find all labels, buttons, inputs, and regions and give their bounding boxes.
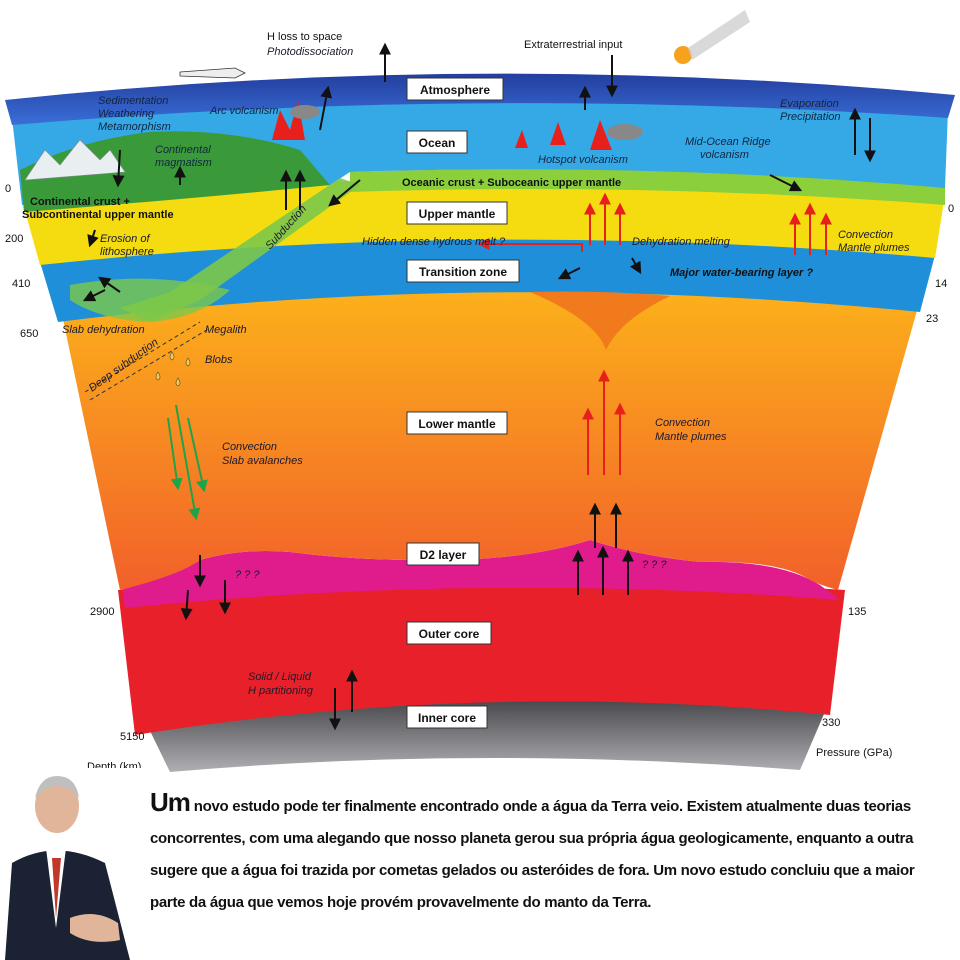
erosion-label-2: lithosphere <box>100 246 154 258</box>
depth-tick-0: 0 <box>5 183 11 195</box>
depth-tick-5150: 5150 <box>120 731 144 743</box>
evaporation-label: Evaporation <box>780 98 839 110</box>
pressure-tick-23: 23 <box>926 313 938 325</box>
d2-layer-band <box>120 540 840 608</box>
convection-top-label-2: Mantle plumes <box>838 242 910 254</box>
lower-mantle-box: Lower mantle <box>406 411 508 435</box>
inner-core-box: Inner core <box>406 705 488 729</box>
upper-mantle-box: Upper mantle <box>406 201 508 225</box>
outer-core-box: Outer core <box>406 621 492 645</box>
convection-right-label-1: Convection <box>655 417 710 429</box>
convection-right-label-2: Mantle plumes <box>655 431 727 443</box>
convection-left-label-1: Convection <box>222 441 277 453</box>
slab-dehydration-label: Slab dehydration <box>62 324 145 336</box>
atmosphere-box: Atmosphere <box>406 77 504 101</box>
transition-zone-box: Transition zone <box>406 259 520 283</box>
arc-volcanism-icon <box>272 100 320 140</box>
plume-head <box>530 291 670 350</box>
depth-tick-650: 650 <box>20 328 38 340</box>
lower-mantle-layer <box>60 281 920 590</box>
extraterrestrial-label: Extraterrestrial input <box>524 39 622 51</box>
pressure-tick-135: 135 <box>848 606 866 618</box>
pressure-tick-0: 0 <box>948 203 954 215</box>
water-drops <box>155 351 191 387</box>
svg-text:Outer core: Outer core <box>419 627 480 641</box>
h-partitioning-label-2: H partitioning <box>248 685 314 697</box>
blobs-label: Blobs <box>205 354 233 366</box>
megalith <box>70 278 230 322</box>
d2-layer-box: D2 layer <box>406 542 480 566</box>
oceanic-crust-label: Oceanic crust + Suboceanic upper mantle <box>402 177 621 189</box>
pressure-axis-title: Pressure (GPa) <box>816 747 892 759</box>
continental-magmatism-label-2: magmatism <box>155 157 212 169</box>
continental-crust-label-2: Subcontinental upper mantle <box>22 209 174 221</box>
megalith-label: Megalith <box>205 324 247 336</box>
mor-label-2: volcanism <box>700 149 749 161</box>
caption-body: novo estudo pode ter finalmente encontra… <box>150 798 915 911</box>
hidden-melt-label: Hidden dense hydrous melt ? <box>362 236 506 248</box>
continental-magmatism-label-1: Continental <box>155 144 211 156</box>
ocean-box: Ocean <box>406 130 468 154</box>
svg-text:Ocean: Ocean <box>419 136 456 150</box>
pressure-tick-14: 14 <box>935 278 947 290</box>
dehydration-melting-label: Dehydration melting <box>632 236 731 248</box>
photodissociation-label: Photodissociation <box>267 46 353 58</box>
weathering-label: Weathering <box>98 108 155 120</box>
svg-text:Atmosphere: Atmosphere <box>420 83 490 97</box>
comet-icon <box>674 10 750 64</box>
qmarks-left: ? ? ? <box>235 569 260 581</box>
pressure-tick-330: 330 <box>822 717 840 729</box>
water-layer-label: Major water-bearing layer ? <box>670 267 813 279</box>
outer-core-layer <box>118 577 845 735</box>
qmarks-right: ? ? ? <box>642 559 667 571</box>
depth-tick-200: 200 <box>5 233 23 245</box>
caption-text: Um novo estudo pode ter finalmente encon… <box>150 786 940 958</box>
h-partitioning-label-1: Solid / Liquid <box>248 671 312 683</box>
depth-tick-2900: 2900 <box>90 606 114 618</box>
convection-top-label-1: Convection <box>838 229 893 241</box>
mountains <box>24 139 126 181</box>
erosion-label-1: Erosion of <box>100 233 150 245</box>
mor-label-1: Mid-Ocean Ridge <box>685 136 771 148</box>
space-shuttle-icon <box>179 67 246 79</box>
metamorphism-label: Metamorphism <box>98 121 171 133</box>
earth-interior-water-diagram: Atmosphere Ocean Upper mantle Transition… <box>5 10 955 773</box>
h-loss-label: H loss to space <box>267 31 342 43</box>
hotspot-volcanism-icon <box>515 120 643 150</box>
hotspot-label: Hotspot volcanism <box>538 154 628 166</box>
svg-text:Upper mantle: Upper mantle <box>419 207 496 221</box>
oceanic-crust-band <box>350 168 945 205</box>
caption-lead: Um <box>150 787 191 817</box>
precipitation-label: Precipitation <box>780 111 841 123</box>
sedimentation-label: Sedimentation <box>98 95 168 107</box>
convection-left-label-2: Slab avalanches <box>222 455 303 467</box>
presenter-photo <box>0 768 150 960</box>
svg-text:Inner core: Inner core <box>418 711 476 725</box>
arc-volcanism-label: Arc volcanism <box>209 105 278 117</box>
svg-text:Lower mantle: Lower mantle <box>418 417 496 431</box>
continental-crust-label-1: Continental crust + <box>30 196 130 208</box>
svg-text:D2 layer: D2 layer <box>420 548 467 562</box>
svg-text:Transition zone: Transition zone <box>419 265 507 279</box>
depth-tick-410: 410 <box>12 278 30 290</box>
